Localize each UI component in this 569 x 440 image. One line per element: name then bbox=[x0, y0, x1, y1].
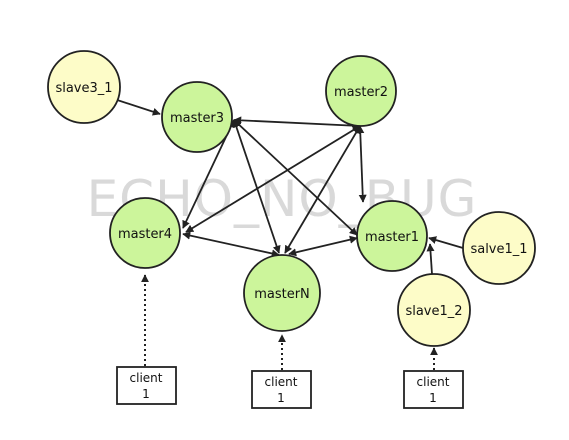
edge-master3-master2 bbox=[233, 116, 361, 130]
edge-master1-masterN bbox=[288, 235, 358, 257]
edge-slave1_2-master1 bbox=[426, 243, 435, 275]
node-label: salve1_1 bbox=[470, 242, 527, 257]
node-label: master3 bbox=[170, 111, 224, 126]
edge-master4-masterN bbox=[182, 231, 280, 258]
node-slave1_2: slave1_2 bbox=[397, 273, 471, 347]
client-label-line2: 1 bbox=[429, 391, 437, 405]
node-label: masterN bbox=[254, 287, 310, 302]
node-master2: master2 bbox=[325, 55, 397, 127]
client-box-2: client 1 bbox=[251, 370, 312, 409]
node-label: master4 bbox=[118, 227, 172, 242]
edge-master2-masterN bbox=[284, 125, 361, 254]
client-label-line1: client bbox=[130, 371, 163, 385]
node-master4: master4 bbox=[109, 197, 181, 269]
client-box-3: client 1 bbox=[403, 370, 464, 409]
client-links bbox=[141, 274, 438, 370]
edge-master2-master1 bbox=[356, 125, 367, 203]
client-label-line2: 1 bbox=[277, 391, 285, 405]
node-salve1_1: salve1_1 bbox=[462, 211, 536, 285]
master-links bbox=[182, 116, 367, 258]
node-masterN: masterN bbox=[243, 254, 321, 332]
node-slave3_1: slave3_1 bbox=[47, 50, 121, 124]
node-master3: master3 bbox=[161, 81, 233, 153]
client-box-1: client 1 bbox=[116, 366, 177, 405]
node-master1: master1 bbox=[356, 200, 428, 272]
client-label-line1: client bbox=[417, 375, 450, 389]
client-label-line1: client bbox=[265, 375, 298, 389]
node-label: master2 bbox=[334, 85, 388, 100]
node-label: slave3_1 bbox=[55, 81, 112, 96]
client-label-line2: 1 bbox=[142, 387, 150, 401]
node-label: slave1_2 bbox=[405, 304, 462, 319]
edge-salve1_1-master1 bbox=[428, 236, 464, 249]
node-label: master1 bbox=[365, 230, 419, 245]
